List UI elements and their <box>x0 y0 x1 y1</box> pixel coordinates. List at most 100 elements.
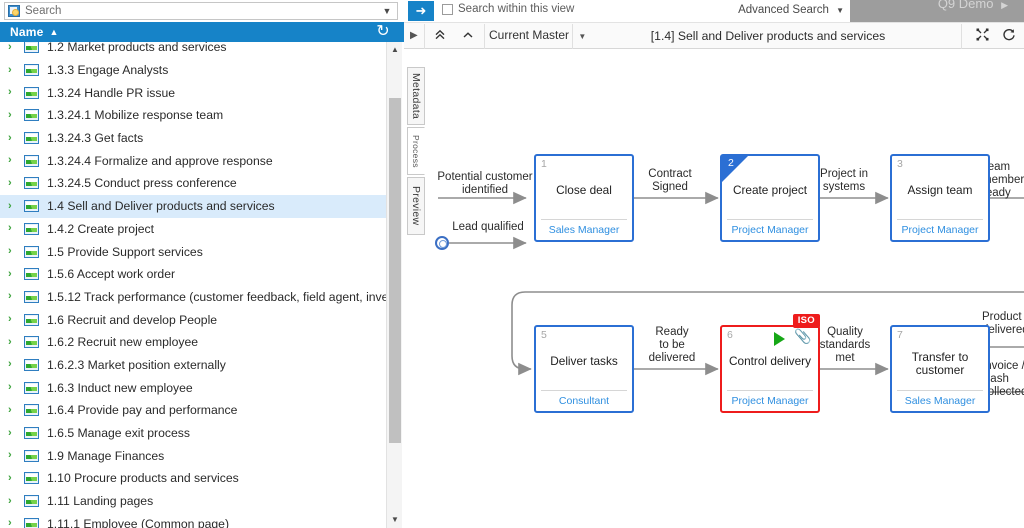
expand-chevron-icon[interactable]: › <box>8 131 12 144</box>
fullscreen-icon[interactable] <box>973 28 991 46</box>
side-tab-metadata[interactable]: Metadata <box>407 67 425 125</box>
tree-item[interactable]: ›1.3.24.4 Formalize and approve response <box>0 149 386 172</box>
refresh-tree-icon[interactable]: ↻ <box>376 23 390 40</box>
expand-chevron-icon[interactable]: › <box>8 313 12 326</box>
process-box-role[interactable]: Sales Manager <box>548 224 620 236</box>
expand-chevron-icon[interactable]: › <box>8 199 12 212</box>
tree-item[interactable]: ›1.5.12 Track performance (customer feed… <box>0 286 386 309</box>
search-within-view-checkbox[interactable] <box>442 3 453 15</box>
tree-item-label: 1.4.2 Create project <box>47 221 155 236</box>
process-box-3[interactable]: 3 Assign team Project Manager <box>890 154 990 242</box>
process-box-role[interactable]: Project Manager <box>901 224 979 236</box>
process-page-icon <box>24 132 39 145</box>
tree-item[interactable]: ›1.4 Sell and Deliver products and servi… <box>0 194 386 218</box>
expand-chevron-icon[interactable]: › <box>8 108 12 121</box>
search-input[interactable]: Search ▼ <box>4 2 398 20</box>
go-up-icon[interactable] <box>457 27 479 47</box>
tree-item[interactable]: ›1.5.6 Accept work order <box>0 263 386 286</box>
expand-chevron-icon[interactable]: › <box>8 290 12 303</box>
tree-item[interactable]: ›1.3.24.1 Mobilize response team <box>0 104 386 127</box>
process-box-role[interactable]: Consultant <box>558 395 610 407</box>
tree-item[interactable]: ›1.10 Procure products and services <box>0 467 386 490</box>
expand-chevron-icon[interactable]: › <box>8 267 12 280</box>
tree-item[interactable]: ›1.3.3 Engage Analysts <box>0 59 386 82</box>
expand-chevron-icon[interactable]: › <box>8 86 12 99</box>
process-box-6[interactable]: ISO 6 📎 Control delivery Project Manager <box>720 314 820 413</box>
process-page-icon <box>24 86 39 99</box>
account-menu[interactable]: Q9 Demo ▶ <box>938 0 1008 11</box>
start-node[interactable] <box>435 236 449 250</box>
tree-item[interactable]: ›1.3.24.3 Get facts <box>0 127 386 150</box>
expand-chevron-icon[interactable]: › <box>8 335 12 348</box>
edge-label-contract-signed: Contract Signed <box>648 168 692 193</box>
chevron-down-icon[interactable]: ▼ <box>382 5 392 16</box>
side-tab-process[interactable]: Process <box>407 127 425 175</box>
tree-item-label: 1.6.2 Recruit new employee <box>47 335 199 350</box>
tree-item[interactable]: ›1.5 Provide Support services <box>0 240 386 263</box>
expand-chevron-icon[interactable]: › <box>8 517 12 528</box>
tree-item[interactable]: ›1.2 Market products and services <box>0 42 386 59</box>
tree-item[interactable]: › 1.6.2 Recruit new employee <box>0 331 386 354</box>
account-area[interactable]: Q9 Demo ▶ <box>850 0 1024 22</box>
expand-chevron-icon[interactable]: › <box>8 403 12 416</box>
play-icon[interactable] <box>774 332 785 346</box>
expand-chevron-icon[interactable]: › <box>8 494 12 507</box>
attachment-icon[interactable]: 📎 <box>794 328 812 344</box>
expand-chevron-icon[interactable]: › <box>8 426 12 439</box>
tree-scrollbar[interactable]: ▲ ▼ <box>386 42 402 528</box>
tree-item[interactable]: ›1.6.2.3 Market position externally <box>0 354 386 377</box>
account-name: Q9 Demo <box>937 0 994 11</box>
go-to-top-icon[interactable] <box>429 27 451 47</box>
chevron-down-icon: ▼ <box>578 32 587 41</box>
scroll-up-icon[interactable]: ▲ <box>391 45 399 54</box>
process-box-5[interactable]: 5 Deliver tasks Consultant <box>534 325 634 413</box>
process-diagram[interactable]: Potential customer identified Lead quali… <box>426 49 1024 528</box>
process-box-title: Transfer to customer <box>911 350 969 377</box>
sort-ascending-icon[interactable]: ▲ <box>49 26 59 37</box>
scroll-down-icon[interactable]: ▼ <box>391 515 399 524</box>
process-box-1[interactable]: 1 Close deal Sales Manager <box>534 154 634 242</box>
tree-item[interactable]: ›1.6.4 Provide pay and performance <box>0 399 386 422</box>
tree-item[interactable]: ›1.3.24.5 Conduct press conference <box>0 172 386 195</box>
expand-chevron-icon[interactable]: › <box>8 42 12 53</box>
expand-chevron-icon[interactable]: › <box>8 63 12 76</box>
tree-item[interactable]: ›1.6.3 Induct new employee <box>0 376 386 399</box>
expand-chevron-icon[interactable]: › <box>8 245 12 258</box>
go-button[interactable]: ➜ <box>408 1 434 21</box>
process-box-role[interactable]: Sales Manager <box>904 395 976 407</box>
tree-item[interactable]: › 1.4.2 Create project <box>0 218 386 241</box>
refresh-icon[interactable] <box>1000 28 1018 46</box>
expand-chevron-icon[interactable]: › <box>8 381 12 394</box>
expand-chevron-icon[interactable]: › <box>8 176 12 189</box>
tree-item[interactable]: ›1.9 Manage Finances <box>0 444 386 467</box>
tree-item[interactable]: ›1.11.1 Employee (Common page) <box>0 512 386 528</box>
process-box-title: Create project <box>732 183 808 197</box>
process-page-icon <box>24 177 39 190</box>
current-master-dropdown[interactable]: Current Master ▼ <box>489 28 586 42</box>
tree-item[interactable]: ›1.6 Recruit and develop People <box>0 308 386 331</box>
expand-chevron-icon[interactable]: › <box>8 358 12 371</box>
expand-chevron-icon[interactable]: › <box>8 222 12 235</box>
expand-chevron-icon[interactable]: › <box>8 471 12 484</box>
tree-item-label: 1.11 Landing pages <box>47 494 154 509</box>
tree-item[interactable]: ›1.6.5 Manage exit process <box>0 422 386 445</box>
search-within-view-option[interactable]: Search within this view <box>442 3 574 15</box>
expand-chevron-icon[interactable]: › <box>8 154 12 167</box>
process-box-role[interactable]: Project Manager <box>731 395 809 407</box>
expand-chevron-icon[interactable]: › <box>8 449 12 462</box>
tree-item[interactable]: › 1.11 Landing pages <box>0 490 386 513</box>
side-tab-preview[interactable]: Preview <box>407 177 425 235</box>
tree-column-header-name[interactable]: Name ▲ ↻ <box>0 22 404 42</box>
panel-expand-icon[interactable]: ▶ <box>410 30 418 41</box>
process-page-icon <box>24 358 39 371</box>
tree-scrollbar-thumb[interactable] <box>389 98 401 443</box>
process-box-role[interactable]: Project Manager <box>731 224 809 236</box>
process-box-2[interactable]: 2 Create project Project Manager <box>720 154 820 242</box>
advanced-search-label: Advanced Search <box>738 4 829 16</box>
advanced-search-button[interactable]: Advanced Search ▼ <box>738 4 844 16</box>
process-page-icon <box>24 472 39 485</box>
tree-item[interactable]: ›1.3.24 Handle PR issue <box>0 81 386 104</box>
process-page-icon <box>24 268 39 281</box>
process-box-7[interactable]: 7 Transfer to customer Sales Manager <box>890 325 990 413</box>
process-page-icon <box>24 222 39 235</box>
